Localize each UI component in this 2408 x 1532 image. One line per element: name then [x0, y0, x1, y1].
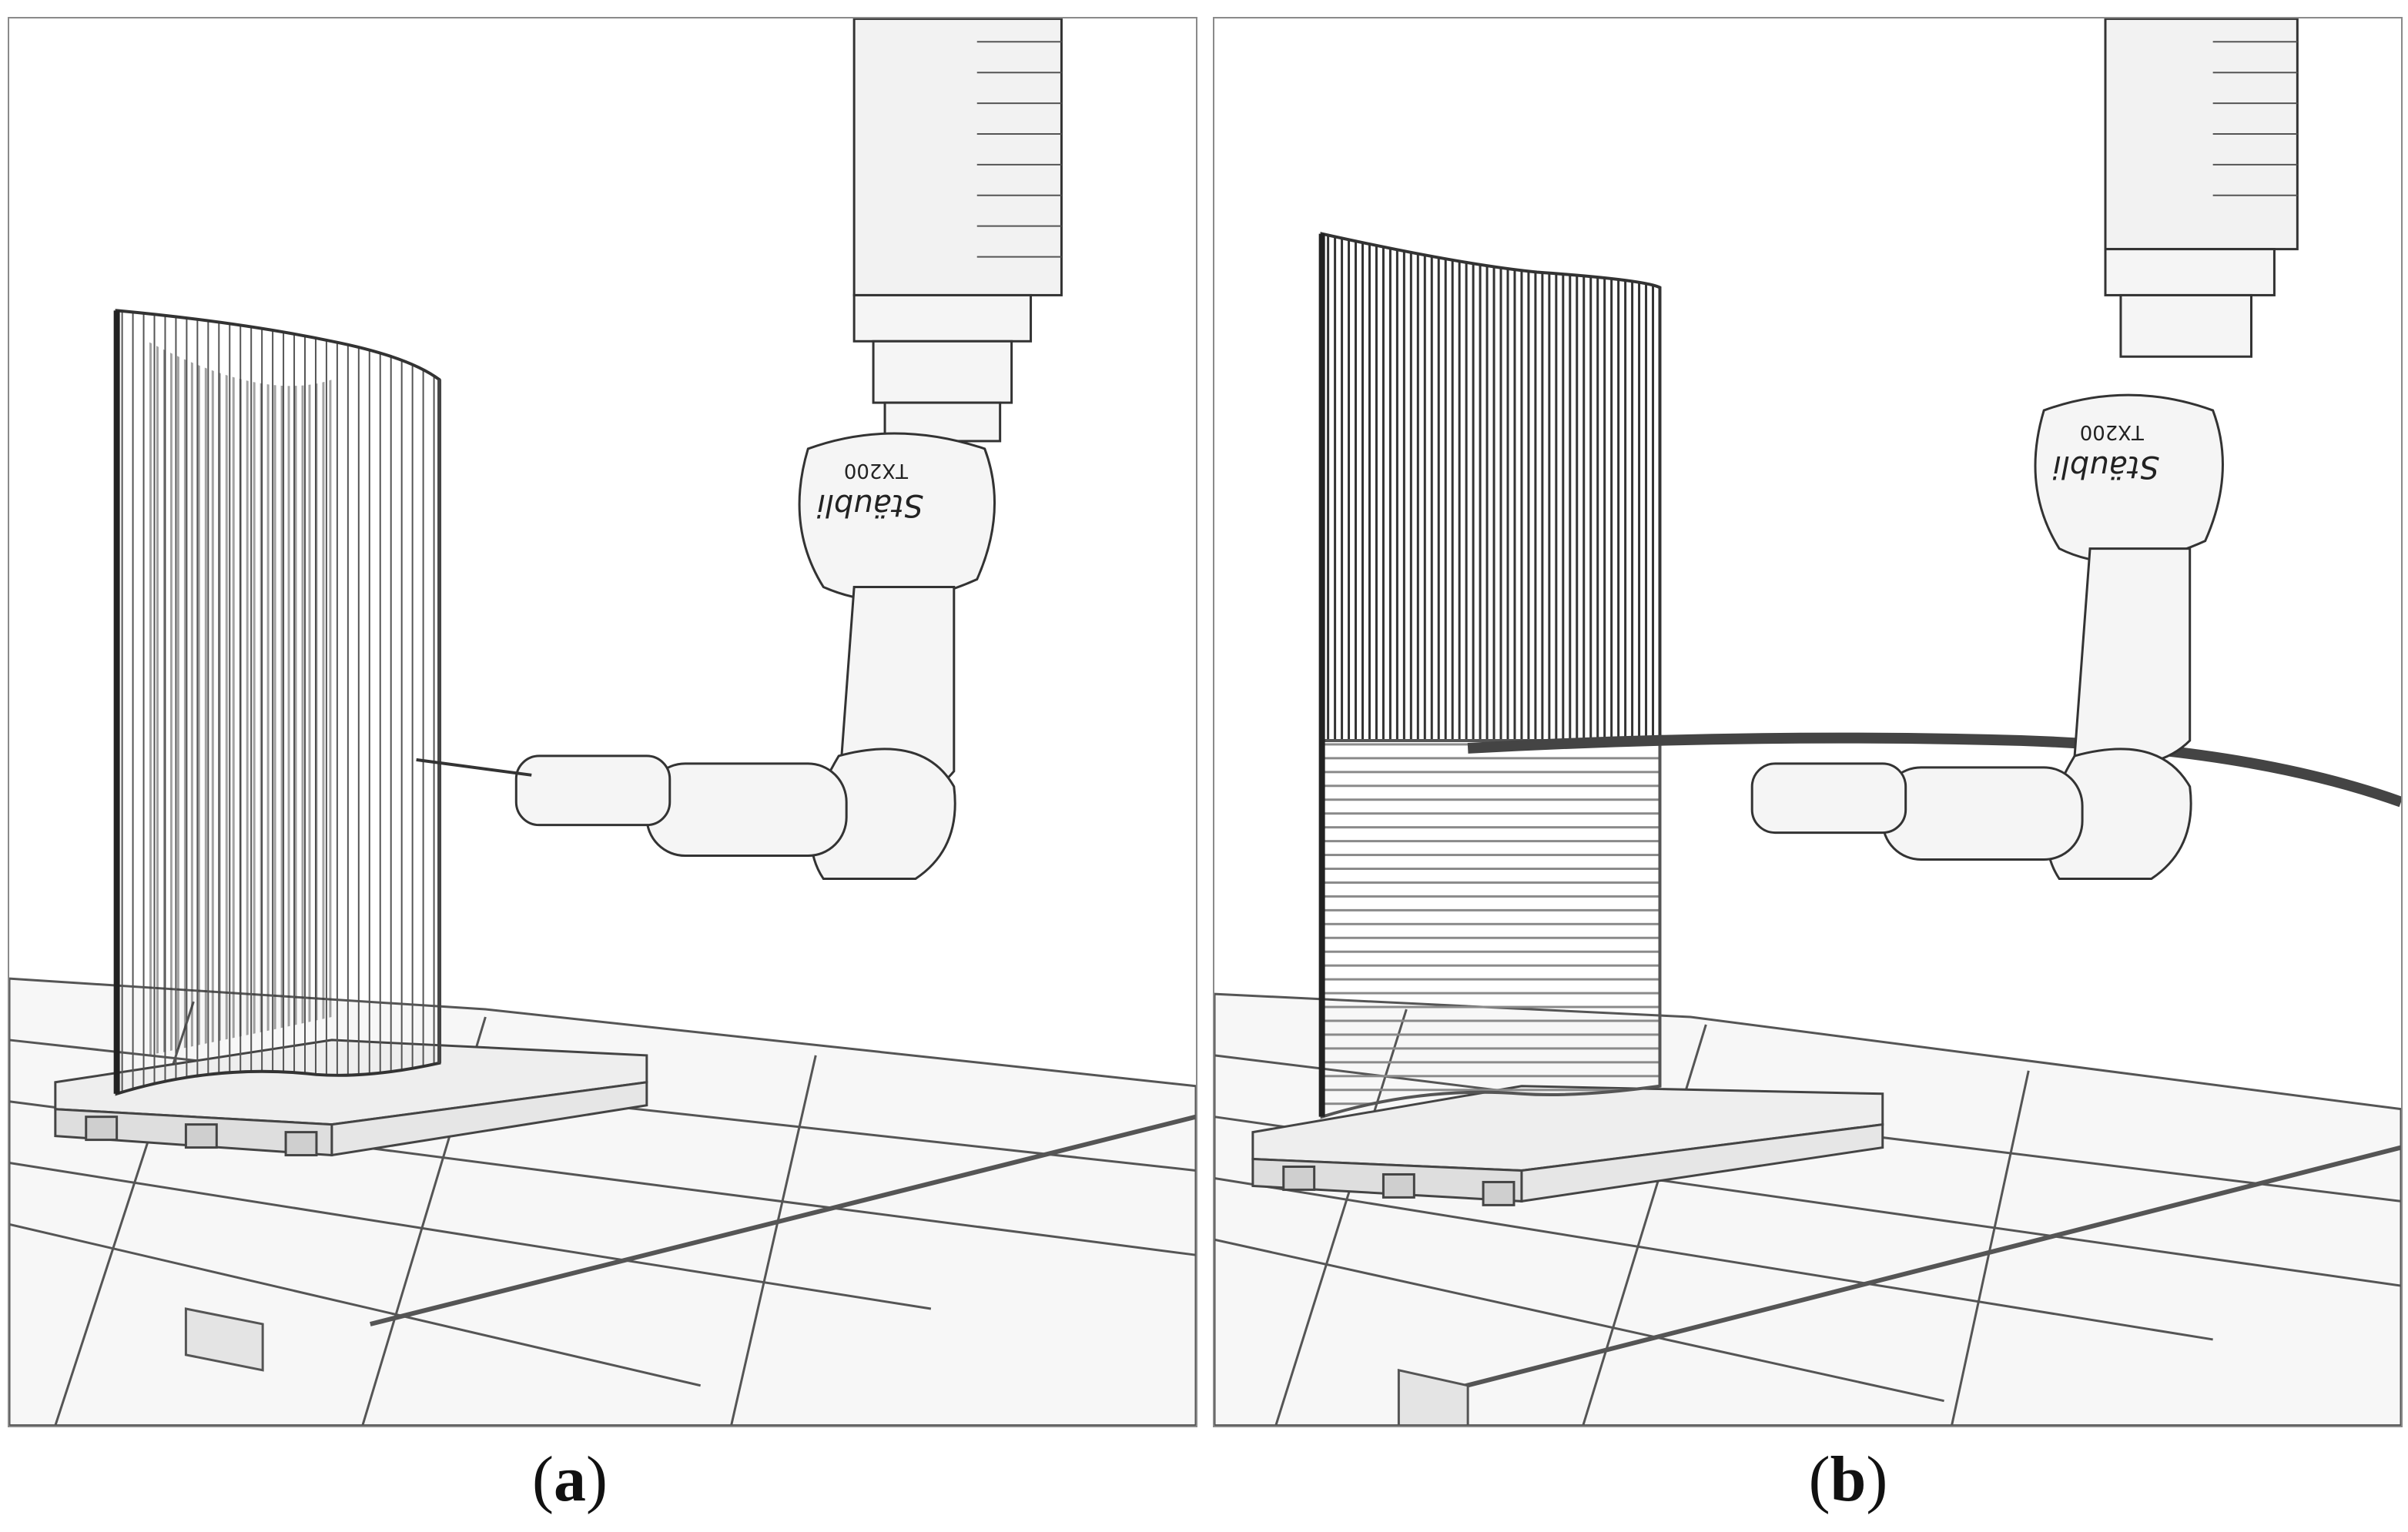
fiber-wall: [113, 309, 442, 1096]
robot-model-label: TX200: [844, 459, 909, 482]
material-hose: [1467, 732, 2401, 808]
robot-arm: Stäubli TX200: [1750, 18, 2299, 880]
caption-letter: a: [554, 1443, 586, 1515]
panel-b: Stäubli TX200: [1213, 17, 2403, 1427]
panel-b-illustration: Stäubli TX200: [1214, 18, 2401, 1426]
panel-a: Stäubli TX200: [8, 17, 1197, 1427]
pallet: [1251, 1085, 1884, 1206]
fiber-wall: [1318, 232, 1662, 1119]
robot-brand-label: Stäubli: [2053, 449, 2159, 484]
caption-b: (b): [1808, 1443, 1888, 1515]
caption-a: (a): [532, 1443, 608, 1515]
caption-letter: b: [1830, 1443, 1867, 1515]
robot-model-label: TX200: [2080, 420, 2145, 443]
robot-arm: Stäubli TX200: [416, 18, 1063, 880]
robot-brand-label: Stäubli: [817, 487, 923, 523]
panel-a-illustration: Stäubli TX200: [9, 18, 1196, 1426]
